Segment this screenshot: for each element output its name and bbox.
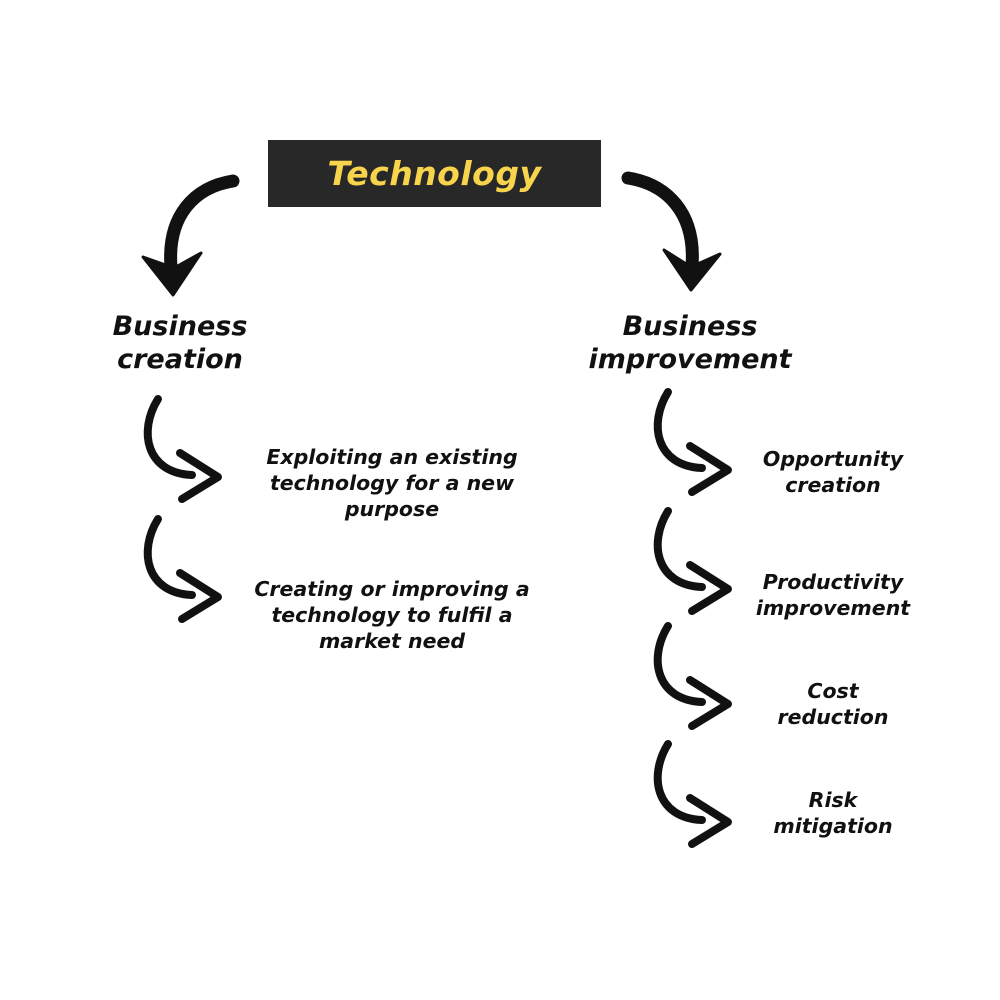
item-opportunity-creation: Opportunity creation [762, 447, 904, 497]
item-risk-mitigation: Risk mitigation [773, 788, 893, 838]
diagram-title: Technology [327, 154, 542, 193]
curved-right-arrow-icon [143, 515, 222, 623]
curved-right-arrow-icon [143, 395, 222, 503]
item-productivity-improvement: Productivity improvement [755, 570, 911, 620]
curved-right-arrow-icon [653, 388, 732, 496]
curved-right-arrow-icon [653, 622, 732, 730]
item-cost-reduction: Cost reduction [777, 679, 889, 729]
branch-heading-business-improvement: Business improvement [588, 311, 792, 375]
item-creating-improving-technology: Creating or improving a technology to fu… [254, 577, 530, 653]
curved-down-arrow-icon [621, 171, 722, 292]
curved-right-arrow-icon [653, 740, 732, 848]
branch-heading-business-creation: Business creation [112, 311, 248, 375]
curved-down-arrow-icon [141, 174, 240, 297]
title-box: Technology [268, 140, 601, 207]
item-exploiting-existing-technology: Exploiting an existing technology for a … [266, 445, 518, 521]
curved-right-arrow-icon [653, 507, 732, 615]
